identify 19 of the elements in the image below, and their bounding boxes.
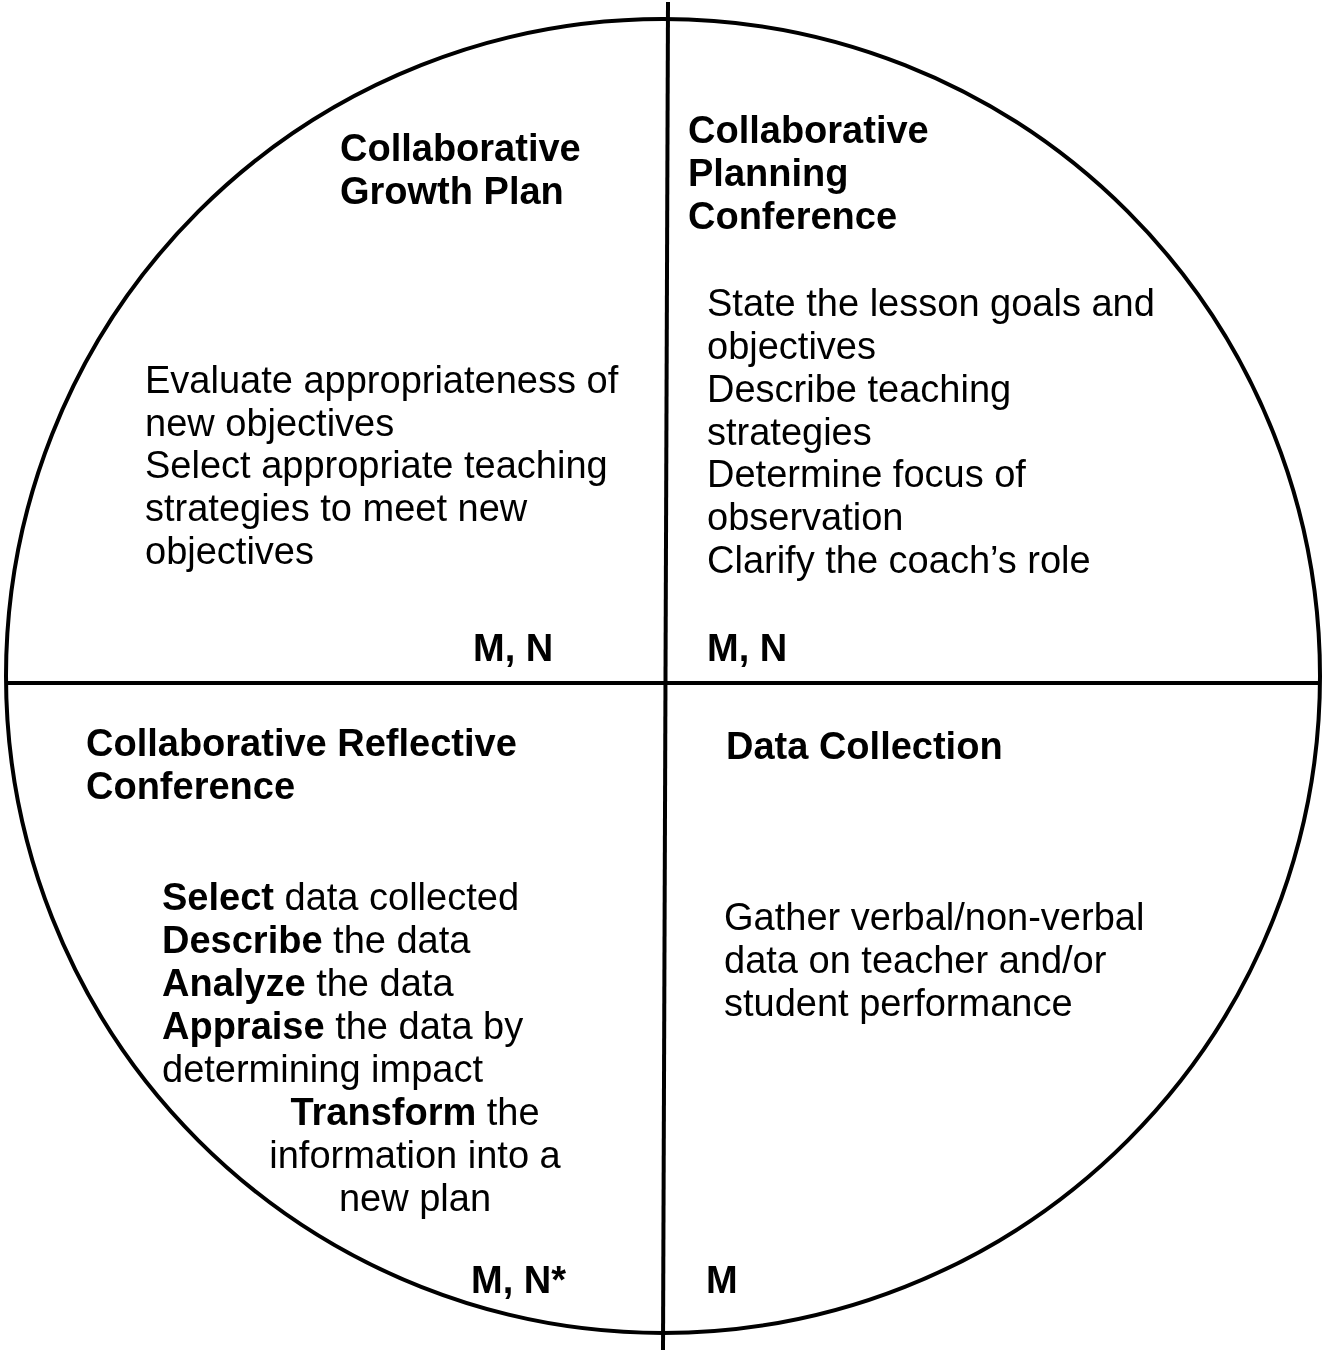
participant-code: M, N [707,627,788,670]
step-text: Transform the information into a new plan [268,1091,562,1220]
participant-code: M, N* [471,1259,566,1302]
section-heading: Collaborative Growth Plan [340,127,582,213]
step-text: Select appropriate teaching strategies to meet new objectives [145,444,609,573]
step-text: Gather verbal/non-verbal data on teacher and/or student performance [724,896,1146,1025]
step-text: Determine focus of observation [707,453,1027,539]
step-text: Evaluate appropriateness of new objectives [145,359,620,445]
section-heading: Data Collection [726,725,1004,768]
participant-code: M, N [473,627,554,670]
step-text: Describe teaching strategies [707,368,1013,454]
step-text: State the lesson goals and objectives [707,282,1156,368]
participant-code: M [706,1259,738,1302]
step-text: Analyze the data [162,962,455,1005]
step-text: Select data collected [162,876,521,919]
section-heading: Collaborative Reflective Conference [86,722,518,808]
section-heading: Collaborative Planning Conference [688,109,930,238]
step-text: Describe the data [162,919,472,962]
step-text: Clarify the coach’s role [707,539,1092,582]
